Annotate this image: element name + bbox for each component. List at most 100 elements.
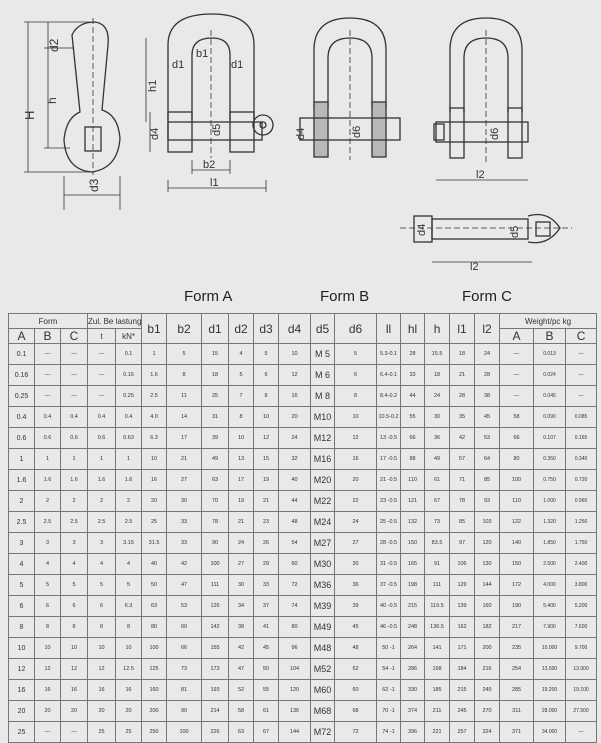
table-cell: 36 — [424, 427, 451, 449]
table-cell: 73 — [166, 658, 203, 680]
table-cell: 264 — [400, 637, 426, 659]
label-d6-b: d6 — [351, 126, 363, 138]
header-h1: hl — [400, 313, 426, 344]
table-cell: 4.000 — [533, 574, 567, 596]
table-cell: 10 — [59, 637, 89, 659]
table-cell: — — [34, 343, 61, 365]
table-cell: 12.5 — [115, 658, 143, 680]
table-cell: 0.6 — [34, 427, 61, 449]
table-cell: M20 — [310, 469, 336, 491]
table-cell: 63 — [201, 469, 230, 491]
table-cell: 33 — [166, 511, 203, 533]
header-form-b: B — [34, 328, 61, 344]
table-cell: 215 — [400, 595, 426, 617]
table-cell: 8 — [8, 616, 35, 638]
table-cell: 72 — [334, 721, 378, 743]
header-weight-b: B — [533, 328, 567, 344]
table-cell: 44 — [400, 385, 426, 407]
table-cell: 136 — [278, 700, 312, 722]
table-cell: 193 — [201, 679, 230, 701]
form-c-drawing: l2 d6 d4 d5 l2 — [400, 17, 572, 273]
table-cell: 5 — [166, 343, 203, 365]
table-cell: 16 — [278, 385, 312, 407]
table-cell: 198 — [400, 574, 426, 596]
label-d4-c: d4 — [416, 224, 428, 236]
table-cell: 50 — [141, 574, 168, 596]
table-cell: 12 — [278, 364, 312, 386]
table-cell: 88 — [400, 448, 426, 470]
header-form-c: C — [59, 328, 89, 344]
table-cell: 1.000 — [533, 490, 567, 512]
table-cell: 7 — [228, 385, 255, 407]
table-cell: 14 — [166, 406, 203, 428]
table-cell: 0.013 — [533, 343, 567, 365]
label-l2-c: l2 — [476, 169, 485, 181]
table-cell: 0.4 — [87, 406, 117, 428]
table-cell: 4 — [8, 553, 35, 575]
table-cell: 16 — [8, 679, 35, 701]
table-cell: 20 — [115, 700, 143, 722]
table-cell: 1 — [59, 448, 89, 470]
table-cell: 1.6 — [115, 469, 143, 491]
table-cell: 47 — [166, 574, 203, 596]
table-cell: 30 — [334, 553, 378, 575]
table-cell: 10 — [87, 637, 117, 659]
table-cell: 25 — [201, 385, 230, 407]
table-cell: 96 — [278, 637, 312, 659]
table-cell: 2.500 — [533, 553, 567, 575]
table-cell: 13 — [228, 448, 255, 470]
header-d6: d6 — [334, 313, 378, 344]
table-header-row-1: Form Zul. Be lastung b1 b2 d1 d2 d3 d4 d… — [7, 313, 598, 344]
table-cell: 171 — [449, 637, 476, 659]
table-cell: 17 — [166, 427, 203, 449]
table-cell: 70 — [201, 490, 230, 512]
table-cell: 22 — [334, 490, 378, 512]
header-weight-c: C — [565, 328, 598, 344]
table-cell: 30 — [424, 406, 451, 428]
table-cell: 172 — [499, 574, 535, 596]
table-cell: 5 — [253, 343, 280, 365]
table-cell: 6 — [334, 364, 378, 386]
table-cell: 18 — [201, 364, 230, 386]
table-cell: M24 — [310, 511, 336, 533]
label-d1-right: d1 — [231, 59, 243, 71]
table-cell: 0.6 — [87, 427, 117, 449]
table-cell: 245 — [474, 679, 501, 701]
form-b-label: Form B — [320, 288, 370, 305]
table-cell: 19.100 — [565, 679, 598, 701]
table-cell: 0.25 — [115, 385, 143, 407]
table-cell: 3 — [8, 532, 35, 554]
table-cell: — — [565, 385, 598, 407]
table-cell: 53 — [166, 595, 203, 617]
dimension-table: Form Zul. Be lastung b1 b2 d1 d2 d3 d4 d… — [7, 313, 598, 743]
table-cell: 25 — [141, 511, 168, 533]
table-cell: 72 — [278, 574, 312, 596]
table-cell: 33 — [253, 574, 280, 596]
label-h1: h1 — [147, 80, 159, 92]
form-a-label: Form A — [184, 288, 233, 305]
table-cell: 8 — [228, 406, 255, 428]
table-cell: M30 — [310, 553, 336, 575]
table-cell: 45 — [253, 637, 280, 659]
table-cell: 0.750 — [533, 469, 567, 491]
table-cell: 5.200 — [565, 595, 598, 617]
table-cell: 8 — [115, 616, 143, 638]
table-cell: 25 — [115, 721, 143, 743]
table-cell: 24 — [334, 511, 378, 533]
header-d4: d4 — [278, 313, 312, 344]
table-cell: 28 — [400, 343, 426, 365]
table-cell: 26 — [253, 532, 280, 554]
label-d4-b: d4 — [295, 128, 307, 140]
table-cell: 24 — [474, 343, 501, 365]
table-cell: 16 — [115, 679, 143, 701]
table-cell: 122 — [499, 511, 535, 533]
table-cell: 111 — [424, 574, 451, 596]
table-cell: — — [565, 343, 598, 365]
table-cell: 16 — [34, 679, 61, 701]
